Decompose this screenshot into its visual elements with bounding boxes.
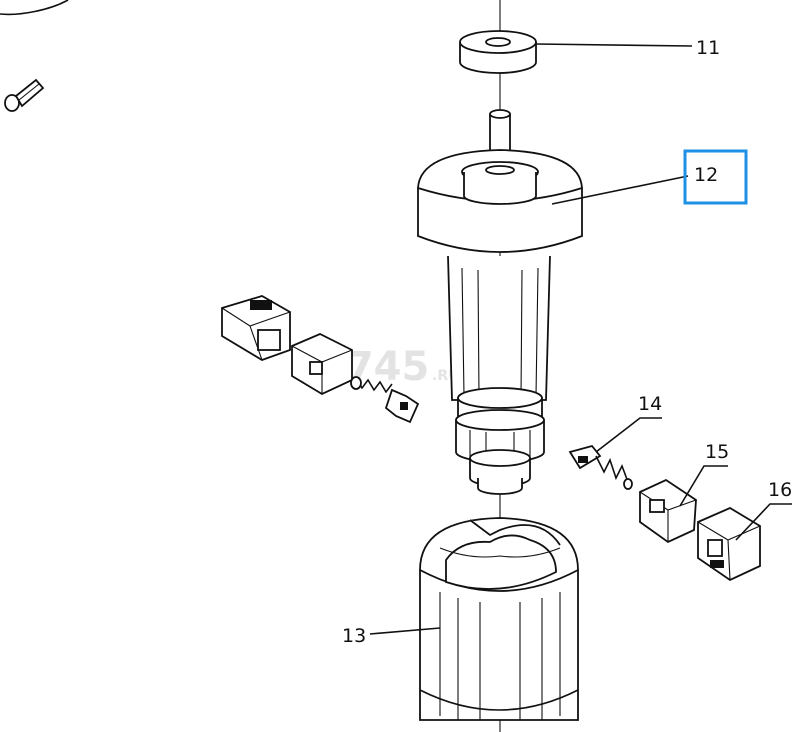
leader-line-12 [551, 175, 689, 205]
part-label-11: 11 [696, 37, 720, 59]
leader-line-16 [735, 503, 792, 541]
part-label-13: 13 [342, 625, 366, 647]
stator-part [419, 517, 579, 721]
leader-line-11 [535, 43, 693, 47]
left-carbon-brush [350, 376, 420, 424]
leader-line-15 [679, 465, 728, 507]
part-label-15: 15 [705, 441, 729, 463]
left-brush-holder [291, 333, 353, 396]
part-label-14: 14 [638, 393, 662, 415]
part-label-12: 12 [694, 164, 718, 186]
brush-holder-part [639, 478, 697, 544]
brush-holder-housing-part [697, 506, 761, 582]
armature-part [417, 109, 583, 495]
bearing-part [459, 30, 537, 74]
part-label-16: 16 [768, 479, 792, 501]
housing-edge [0, 0, 69, 16]
leader-line-13 [369, 627, 441, 635]
leader-line-14 [595, 417, 662, 453]
carbon-brush-part [568, 444, 633, 490]
left-brush-holder-housing [221, 295, 291, 361]
screw [4, 78, 45, 112]
highlight-box [683, 149, 748, 205]
